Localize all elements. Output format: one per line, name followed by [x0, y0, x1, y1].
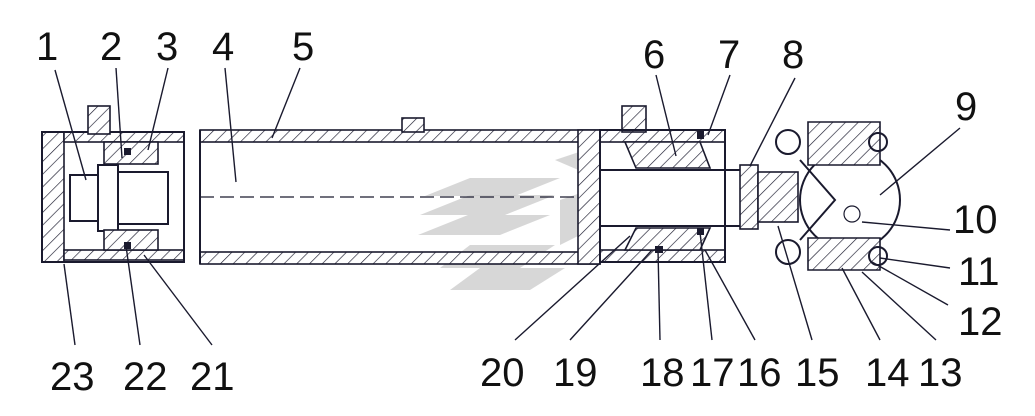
- callout-21: 21: [190, 355, 235, 399]
- callout-14: 14: [865, 351, 910, 395]
- leader-lines: [54, 67, 961, 346]
- left-end-cap: [41, 105, 185, 263]
- callout-16: 16: [737, 351, 782, 395]
- callout-3: 3: [156, 25, 178, 69]
- callout-4: 4: [212, 25, 234, 69]
- callout-13: 13: [918, 351, 963, 395]
- rod-end-clevis: [775, 121, 901, 271]
- callout-7: 7: [718, 33, 740, 77]
- callout-6: 6: [643, 33, 665, 77]
- callout-20: 20: [480, 351, 525, 395]
- callout-8: 8: [782, 33, 804, 77]
- callout-9: 9: [955, 85, 977, 129]
- callout-17: 17: [690, 351, 735, 395]
- callout-19: 19: [553, 351, 598, 395]
- callout-10: 10: [953, 198, 998, 242]
- rod-gland-head: [599, 105, 726, 263]
- callout-2: 2: [100, 25, 122, 69]
- callout-11: 11: [958, 250, 1000, 294]
- piston-rod: [600, 164, 799, 230]
- callout-1: 1: [36, 25, 58, 69]
- callout-12: 12: [958, 300, 1003, 344]
- callout-15: 15: [795, 351, 840, 395]
- cylinder-tube: [199, 117, 601, 265]
- callout-5: 5: [292, 25, 314, 69]
- callout-23: 23: [50, 355, 95, 399]
- callout-22: 22: [123, 355, 168, 399]
- callout-18: 18: [640, 351, 685, 395]
- watermark-logo: [418, 145, 600, 290]
